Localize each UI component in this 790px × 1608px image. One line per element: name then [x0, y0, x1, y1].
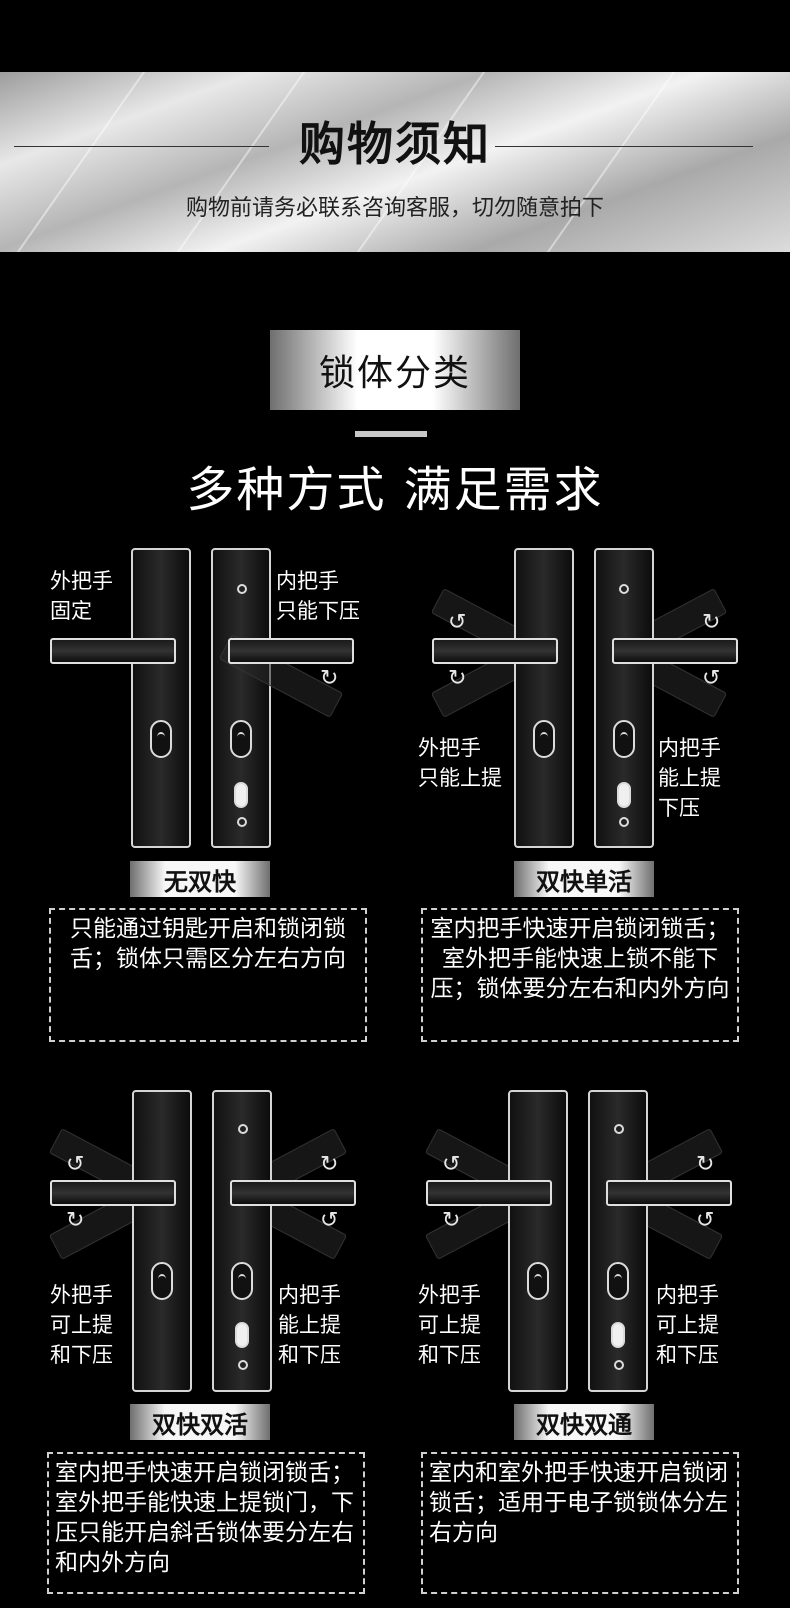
- section-badge: 锁体分类: [270, 330, 520, 410]
- lock-type-badge: 无双快: [130, 861, 270, 897]
- outer-handle-label: 外把手 可上提 和下压: [50, 1283, 113, 1367]
- lock-type-badge: 双快双通: [514, 1404, 654, 1440]
- arrow-rotate-down-icon: ↻: [320, 666, 339, 691]
- section-headline: 多种方式 满足需求: [186, 462, 604, 518]
- arrow-rotate-down-icon: ↺: [702, 666, 721, 691]
- keyhole-slot-icon: [611, 1322, 625, 1348]
- inner-handle-label: 内把手 可上提 和下压: [656, 1283, 719, 1367]
- keyhole-slot-icon: [235, 1322, 249, 1348]
- lock-description: 室内和室外把手快速开启锁闭锁舌；适用于电子锁锁体分左右方向: [421, 1452, 739, 1594]
- cylinder-icon: [150, 720, 172, 758]
- screw-icon: [614, 1360, 624, 1370]
- keyhole-slot-icon: [234, 782, 248, 808]
- cylinder-icon: [527, 1262, 549, 1300]
- screw-icon: [238, 1124, 248, 1134]
- inner-handle-label: 内把手 只能下压: [276, 569, 360, 623]
- top-bar: [0, 0, 790, 72]
- inner-handle-label: 内把手 能上提 下压: [658, 736, 721, 820]
- screw-icon: [238, 1360, 248, 1370]
- arrow-rotate-down-icon: ↺: [320, 1208, 339, 1233]
- outer-panel: [131, 548, 191, 848]
- banner-title: 购物须知: [299, 117, 491, 171]
- arrow-rotate-up-icon: ↻: [702, 610, 721, 635]
- lock-description: 室内把手快速开启锁闭锁舌；室外把手能快速上锁不能下压；锁体要分左右和内外方向: [421, 908, 739, 1042]
- cylinder-icon: [231, 1262, 253, 1300]
- arrow-rotate-up-icon: ↻: [320, 1152, 339, 1177]
- inner-handle-label: 内把手 能上提 和下压: [278, 1283, 341, 1367]
- screw-icon: [614, 1124, 624, 1134]
- outer-panel: [132, 1090, 192, 1392]
- outer-handle-label: 外把手 只能上提: [418, 736, 502, 790]
- outer-panel: [508, 1090, 568, 1392]
- screw-icon: [619, 584, 629, 594]
- screw-icon: [237, 584, 247, 594]
- screw-icon: [237, 817, 247, 827]
- inner-handle: [612, 638, 738, 664]
- cylinder-icon: [151, 1262, 173, 1300]
- arrow-rotate-down-icon: ↻: [442, 1208, 461, 1233]
- arrow-rotate-down-icon: ↻: [448, 666, 467, 691]
- notice-banner: [0, 72, 790, 252]
- inner-handle: [606, 1180, 732, 1206]
- outer-handle-label: 外把手 固定: [50, 569, 113, 623]
- lock-description: 室内把手快速开启锁闭锁舌；室外把手能快速上提锁门，下压只能开启斜舌锁体要分左右和…: [47, 1452, 365, 1594]
- arrow-rotate-up-icon: ↺: [66, 1152, 85, 1177]
- outer-handle: [426, 1180, 552, 1206]
- inner-handle: [228, 638, 354, 664]
- divider-bar: [355, 431, 427, 437]
- arrow-rotate-up-icon: ↺: [448, 610, 467, 635]
- outer-handle: [50, 1180, 176, 1206]
- banner-divider-right: [495, 146, 753, 147]
- outer-panel: [514, 548, 574, 848]
- cylinder-icon: [533, 720, 555, 758]
- banner-subtitle: 购物前请务必联系咨询客服，切勿随意拍下: [185, 196, 604, 221]
- outer-handle-label: 外把手 可上提 和下压: [418, 1283, 481, 1367]
- arrow-rotate-down-icon: ↺: [696, 1208, 715, 1233]
- lock-description: 只能通过钥匙开启和锁闭锁舌；锁体只需区分左右方向: [49, 908, 367, 1042]
- inner-handle: [230, 1180, 356, 1206]
- arrow-rotate-up-icon: ↻: [696, 1152, 715, 1177]
- keyhole-slot-icon: [617, 782, 631, 808]
- lock-type-badge: 双快单活: [514, 861, 654, 897]
- cylinder-icon: [230, 720, 252, 758]
- cylinder-icon: [607, 1262, 629, 1300]
- banner-divider-left: [14, 146, 269, 147]
- arrow-rotate-down-icon: ↻: [66, 1208, 85, 1233]
- outer-handle: [432, 638, 558, 664]
- cylinder-icon: [613, 720, 635, 758]
- outer-handle: [50, 638, 176, 664]
- arrow-rotate-up-icon: ↺: [442, 1152, 461, 1177]
- lock-type-badge: 双快双活: [130, 1404, 270, 1440]
- screw-icon: [619, 817, 629, 827]
